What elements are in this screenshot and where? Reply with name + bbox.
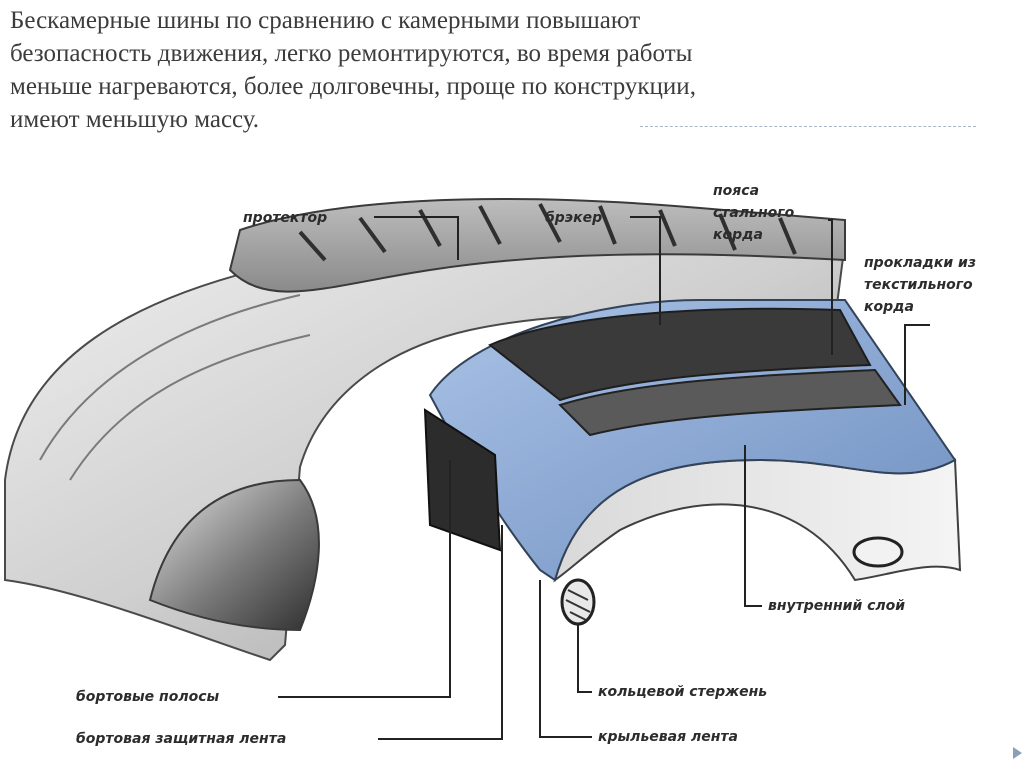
intro-paragraph: Бескамерные шины по сравнению с камерным… bbox=[10, 4, 1010, 136]
label-breaker: брэкер bbox=[545, 210, 603, 226]
far-bead bbox=[852, 536, 904, 568]
label-bead-strips: бортовые полосы bbox=[76, 689, 220, 705]
ring-core-wires bbox=[565, 589, 591, 621]
label-wing-tape: крыльевая лента bbox=[598, 729, 738, 745]
leader-wing-tape bbox=[539, 580, 592, 738]
bead-strips bbox=[423, 408, 502, 552]
label-steel-cord: пояса стального корда bbox=[713, 180, 794, 246]
leader-steel-cord bbox=[828, 219, 833, 355]
tire-cutaway-diagram bbox=[4, 198, 962, 740]
leader-ring-core bbox=[577, 625, 592, 693]
label-textile-plies-line-1: прокладки из bbox=[864, 255, 976, 271]
leader-lines bbox=[278, 216, 930, 740]
leader-inner-layer bbox=[744, 445, 762, 607]
tire-body bbox=[4, 198, 847, 662]
label-protektor: протектор bbox=[243, 210, 328, 226]
tread-grooves bbox=[298, 203, 797, 262]
cross-section bbox=[423, 299, 962, 626]
label-bead-protective-tape: бортовая защитная лента bbox=[76, 731, 287, 747]
wheel-opening bbox=[148, 478, 320, 632]
label-steel-cord-line-1: пояса bbox=[713, 183, 760, 199]
steel-belts bbox=[558, 368, 902, 437]
label-steel-cord-line-3: корда bbox=[713, 227, 763, 243]
leader-bead-protective-tape bbox=[378, 525, 503, 740]
intro-line-4: имеют меньшую массу. bbox=[10, 106, 260, 133]
title-divider bbox=[640, 126, 976, 127]
breaker-layer bbox=[488, 307, 872, 402]
label-inner-layer: внутренний слой bbox=[768, 598, 906, 614]
label-textile-plies: прокладки из текстильного корда bbox=[864, 252, 976, 318]
leader-textile-plies bbox=[904, 324, 930, 405]
intro-line-2: безопасность движения, легко ремонтируют… bbox=[10, 40, 693, 67]
intro-line-3: меньше нагреваются, более долговечны, пр… bbox=[10, 73, 696, 100]
label-steel-cord-line-2: стального bbox=[713, 205, 795, 221]
sidewall-contours bbox=[39, 294, 311, 481]
leader-bead-strips bbox=[278, 460, 451, 698]
label-textile-plies-line-3: корда bbox=[864, 299, 914, 315]
leader-breaker bbox=[630, 216, 661, 325]
slide-marker-icon bbox=[1013, 747, 1022, 759]
intro-line-1: Бескамерные шины по сравнению с камерным… bbox=[10, 7, 641, 34]
ring-core bbox=[560, 578, 596, 626]
label-textile-plies-line-2: текстильного bbox=[864, 277, 973, 293]
tread-band bbox=[228, 198, 846, 293]
label-ring-core: кольцевой стержень bbox=[598, 684, 768, 700]
leader-protektor bbox=[374, 216, 459, 260]
